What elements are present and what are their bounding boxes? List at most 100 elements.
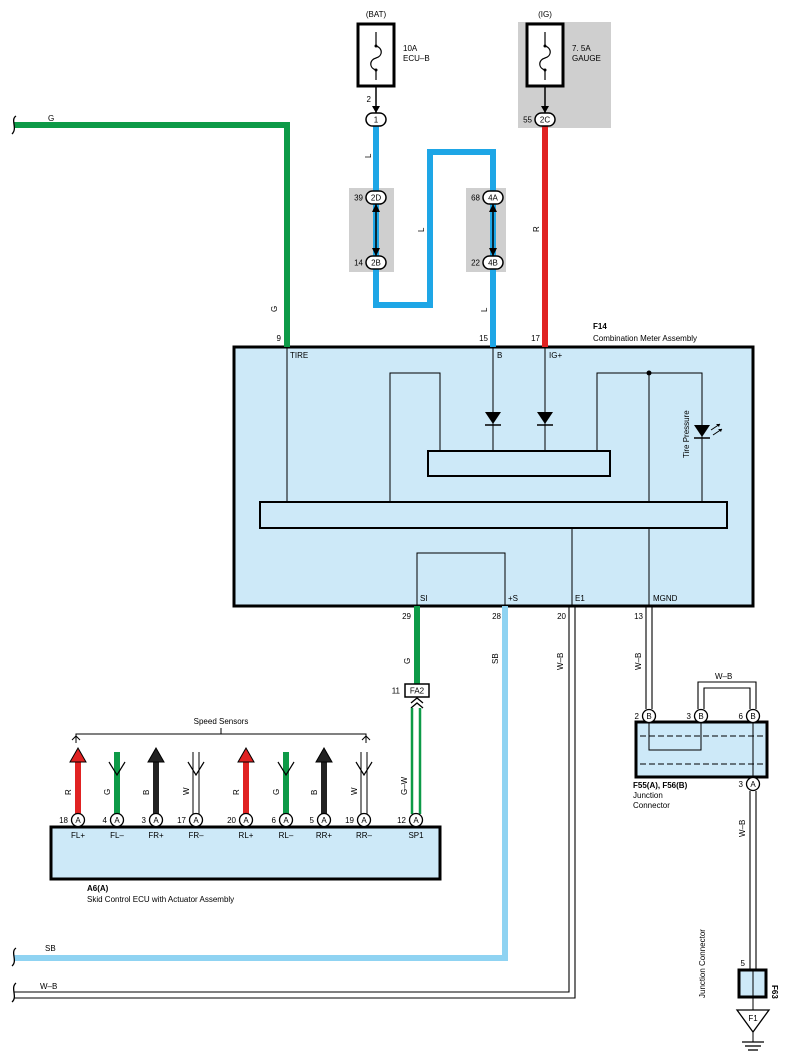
svg-text:B: B: [698, 712, 703, 721]
svg-text:17: 17: [177, 816, 186, 825]
meter-pin-17-num: 17: [531, 334, 540, 343]
sensor-rl-plus: R: [232, 746, 255, 814]
svg-text:FA2: FA2: [410, 687, 425, 696]
ecu-name: Skid Control ECU with Actuator Assembly: [87, 895, 234, 904]
meter-pin-13-num: 13: [634, 612, 643, 621]
svg-text:A: A: [243, 816, 249, 825]
skid-control-ecu-box: [49, 825, 442, 881]
svg-text:A: A: [750, 780, 756, 789]
jc-pin-3a: A 3: [739, 776, 761, 792]
meter-code: F14: [593, 322, 607, 331]
svg-text:R: R: [232, 789, 241, 795]
ground-f1-icon: F1: [735, 1009, 771, 1051]
wire-l-label-3: L: [480, 307, 489, 312]
sensor-fl-plus: R: [64, 746, 87, 814]
wire-l-label-2: L: [417, 227, 426, 232]
ecu-pin-sp1: A 12 SP1: [397, 812, 424, 840]
junction-2d-2b: 2D 39 2B 14: [354, 190, 387, 270]
svg-text:3: 3: [739, 780, 744, 789]
wire-sb: [14, 606, 508, 961]
diode-ig-icon: [537, 412, 553, 426]
ground-code: F1: [748, 1014, 758, 1023]
svg-text:A: A: [193, 816, 199, 825]
svg-text:A: A: [321, 816, 327, 825]
wire-wb-label-horiz: W–B: [40, 982, 57, 991]
bat-fuse-rating: 10A: [403, 44, 418, 53]
svg-text:RR+: RR+: [316, 831, 333, 840]
wire-f63-label: W–B: [738, 820, 747, 837]
wire-l: [373, 125, 496, 347]
wire-e1-wb: [14, 606, 576, 999]
svg-text:4A: 4A: [488, 194, 498, 203]
ecu-pin-rl-plus: A 20 RL+: [227, 812, 254, 840]
bat-fuse-name: ECU–B: [403, 54, 430, 63]
tire-pressure-led-icon: [694, 423, 723, 439]
svg-text:B: B: [142, 790, 151, 795]
wire-g-label-top: G: [48, 114, 54, 123]
svg-text:12: 12: [397, 816, 406, 825]
ig-source-label: (IG): [538, 10, 552, 19]
svg-text:39: 39: [354, 194, 363, 203]
bat-fuse-pin: 2: [367, 95, 372, 104]
meter-junction-dot: [646, 370, 652, 376]
svg-text:3: 3: [142, 816, 147, 825]
junction-4a-4b: 4A 68 4B 22: [471, 190, 504, 270]
sensor-fl-minus: G: [103, 752, 126, 814]
ecu-pin-rl-minus: A 6 RL–: [272, 812, 294, 840]
bat-source-label: (BAT): [366, 10, 387, 19]
meter-pin-mgnd-label: MGND: [653, 594, 678, 603]
wire-si-label: G: [403, 658, 412, 664]
wire-g-label-vert: G: [270, 306, 279, 312]
sensor-fr-minus: W: [182, 752, 205, 814]
svg-text:FL–: FL–: [110, 831, 124, 840]
svg-text:B: B: [750, 712, 755, 721]
svg-text:A: A: [413, 816, 419, 825]
sensor-rr-plus: B: [310, 746, 333, 814]
meter-pin-15-label: B: [497, 351, 502, 360]
bat-fuse: (BAT) 10A ECU–B 2: [356, 10, 430, 113]
svg-text:B: B: [310, 790, 319, 795]
ig-fuse-rating: 7. 5A: [572, 44, 591, 53]
svg-text:FR+: FR+: [148, 831, 164, 840]
jc-pin-2b: B 2: [635, 708, 657, 724]
svg-text:G: G: [272, 789, 281, 795]
svg-text:R: R: [64, 789, 73, 795]
ecu-code: A6(A): [87, 884, 109, 893]
svg-text:11: 11: [392, 687, 401, 696]
svg-text:22: 22: [471, 259, 480, 268]
sensor-rl-minus: G: [272, 752, 295, 814]
wire-sb-label-vert: SB: [491, 653, 500, 664]
ecu-pin-rr-minus: A 19 RR–: [345, 812, 373, 840]
jc-code: F55(A), F56(B): [633, 781, 688, 790]
connector-2c: 2C 55: [523, 112, 556, 127]
svg-text:20: 20: [227, 816, 236, 825]
svg-text:RL–: RL–: [279, 831, 294, 840]
meter-pin-17-label: IG+: [549, 351, 562, 360]
svg-text:SP1: SP1: [408, 831, 424, 840]
meter-pin-e1-label: E1: [575, 594, 585, 603]
wire-r-label: R: [532, 226, 541, 232]
svg-text:6: 6: [272, 816, 277, 825]
wire-gw-label: G–W: [400, 776, 409, 795]
svg-text:RL+: RL+: [239, 831, 254, 840]
ig-fuse-name: GAUGE: [572, 54, 601, 63]
svg-text:4B: 4B: [488, 259, 498, 268]
svg-text:2C: 2C: [540, 116, 550, 125]
svg-text:68: 68: [471, 194, 480, 203]
svg-text:FR–: FR–: [188, 831, 204, 840]
meter-pin-28-num: 28: [492, 612, 501, 621]
svg-text:A: A: [153, 816, 159, 825]
svg-text:A: A: [114, 816, 120, 825]
jc-name-2: Connector: [633, 801, 670, 810]
speed-sensors-label: Speed Sensors: [194, 717, 249, 726]
sensor-rr-minus: W: [350, 752, 373, 814]
ecu-pin-fr-minus: A 17 FR–: [177, 812, 204, 840]
svg-text:2: 2: [635, 712, 640, 721]
wire-e1-label: W–B: [556, 653, 565, 670]
svg-text:A: A: [75, 816, 81, 825]
svg-text:W: W: [182, 787, 191, 795]
jc-pin-6b: B 6: [739, 708, 761, 724]
meter-pin-15-num: 15: [479, 334, 488, 343]
ecu-pin-fl-minus: A 4 FL–: [103, 812, 124, 840]
